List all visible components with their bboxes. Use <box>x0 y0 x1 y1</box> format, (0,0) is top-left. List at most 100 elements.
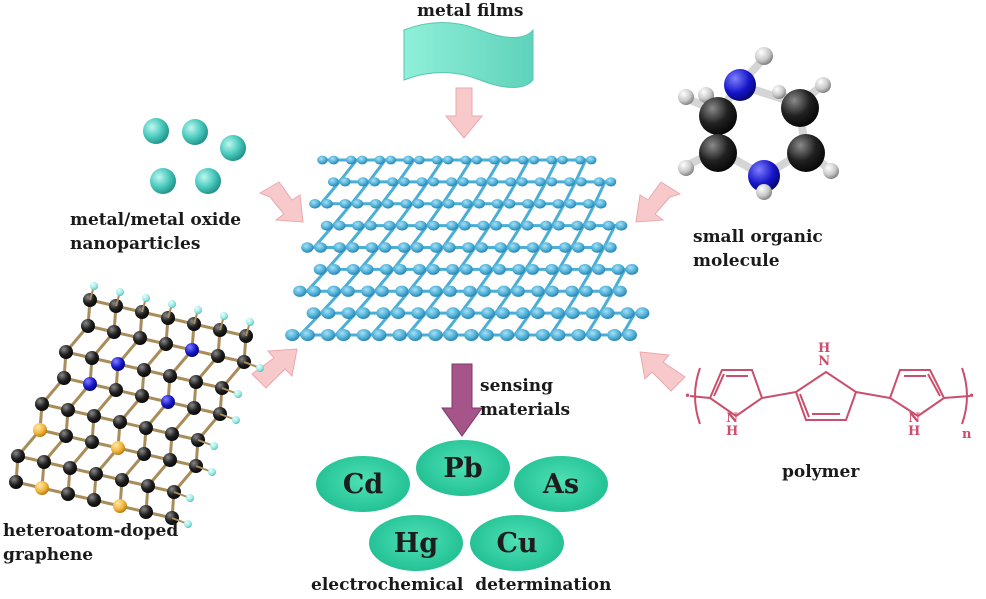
carbon-atom <box>61 487 75 501</box>
lattice-atom <box>364 220 377 231</box>
lattice-atom <box>356 328 372 342</box>
lattice-atom <box>526 263 540 275</box>
lattice-atom <box>552 220 565 231</box>
lattice-atom <box>572 242 585 253</box>
lattice-atom <box>611 263 625 275</box>
lattice-atom <box>293 285 307 297</box>
dopant-atom <box>35 481 49 495</box>
hydrogen-atom <box>194 306 202 314</box>
lattice-atom <box>396 220 409 231</box>
carbon-atom <box>137 447 151 461</box>
lattice-atom <box>545 263 559 275</box>
lattice-atom <box>475 177 487 187</box>
lattice-atom <box>557 155 568 165</box>
lattice-atom <box>442 155 454 165</box>
graphene-sheet <box>285 155 650 342</box>
lattice-atom <box>493 263 506 275</box>
lattice-atom <box>356 307 371 319</box>
lattice-atom <box>585 307 600 319</box>
carbon-atom <box>211 349 225 363</box>
lattice-atom <box>321 307 336 319</box>
lattice-atom <box>346 263 360 275</box>
lattice-atom <box>407 328 423 342</box>
lattice-atom <box>378 242 392 253</box>
hydrogen-atom <box>210 442 218 450</box>
sensing-label-line1: sensing <box>480 376 554 396</box>
lattice-atom <box>575 177 587 187</box>
lattice-atom <box>558 242 572 253</box>
lattice-atom <box>374 155 385 165</box>
lattice-atom <box>346 242 360 253</box>
metal-ion-pb: Pb <box>416 440 510 496</box>
carbon-atom <box>89 467 103 481</box>
determination-label: electrochemical determination <box>311 575 612 595</box>
lattice-atom <box>431 155 443 165</box>
lattice-atom <box>592 263 606 275</box>
lattice-atom <box>327 285 341 297</box>
lattice-atom <box>488 155 500 165</box>
lattice-atom <box>591 242 604 253</box>
carbon-atom <box>63 461 77 475</box>
lattice-atom <box>499 328 515 342</box>
lattice-atom <box>522 198 534 209</box>
lattice-atom <box>392 328 407 342</box>
polymer-nh-left: N H <box>726 411 739 439</box>
lattice-atom <box>352 220 365 231</box>
carbon-atom <box>189 375 203 389</box>
arrow-from-polymer <box>639 351 686 392</box>
lattice-atom <box>395 285 409 297</box>
lattice-atom <box>551 328 566 342</box>
lattice-atom <box>357 177 369 187</box>
lattice-atom <box>475 242 488 253</box>
lattice-atom <box>471 155 482 165</box>
carbon-atom <box>85 435 99 449</box>
carbon-atom <box>61 403 75 417</box>
lattice-atom <box>531 285 545 297</box>
carbon-atom <box>139 421 153 435</box>
carbon-atom <box>57 371 71 385</box>
hydrogen-atom <box>90 282 98 290</box>
polymer-structure <box>689 367 971 425</box>
lattice-atom <box>571 220 584 231</box>
nanoparticles-label-line2: nanoparticles <box>70 234 201 254</box>
lattice-atom <box>565 307 580 319</box>
polymer-dot-left: • <box>684 389 691 403</box>
hydrogen-atom <box>246 318 254 326</box>
lattice-atom <box>429 285 443 297</box>
lattice-atom <box>365 242 378 253</box>
lattice-atom <box>397 242 411 253</box>
lattice-atom <box>495 307 510 319</box>
lattice-atom <box>411 307 426 319</box>
lattice-atom <box>328 155 339 165</box>
lattice-atom <box>379 263 393 275</box>
metal-ion-as: As <box>514 456 608 512</box>
lattice-atom <box>427 220 440 231</box>
lattice-atom <box>333 220 346 231</box>
carbon-atom <box>115 473 129 487</box>
metal-ion-hg: Hg <box>369 515 463 571</box>
lattice-atom <box>357 155 368 165</box>
lattice-atom <box>479 328 494 342</box>
carbon-atom <box>163 369 177 383</box>
hydrogen-atom <box>168 300 176 308</box>
lattice-atom <box>515 328 530 342</box>
lattice-atom <box>430 242 443 253</box>
lattice-atom <box>446 177 457 187</box>
lattice-atom <box>443 328 459 342</box>
lattice-atom <box>459 263 473 275</box>
lattice-atom <box>517 155 529 165</box>
lattice-atom <box>584 220 597 231</box>
lattice-atom <box>625 263 639 275</box>
lattice-atom <box>595 198 607 209</box>
lattice-atom <box>372 328 387 342</box>
lattice-atom <box>552 198 564 209</box>
lattice-atom <box>530 307 545 319</box>
hydrogen-atom <box>186 494 194 502</box>
lattice-atom <box>477 220 490 231</box>
polymer-nh-center: H N <box>818 341 831 369</box>
lattice-atom <box>309 198 321 209</box>
lattice-atom <box>586 328 602 342</box>
lattice-atom <box>586 155 597 165</box>
lattice-atom <box>550 307 565 319</box>
lattice-atom <box>622 328 637 342</box>
